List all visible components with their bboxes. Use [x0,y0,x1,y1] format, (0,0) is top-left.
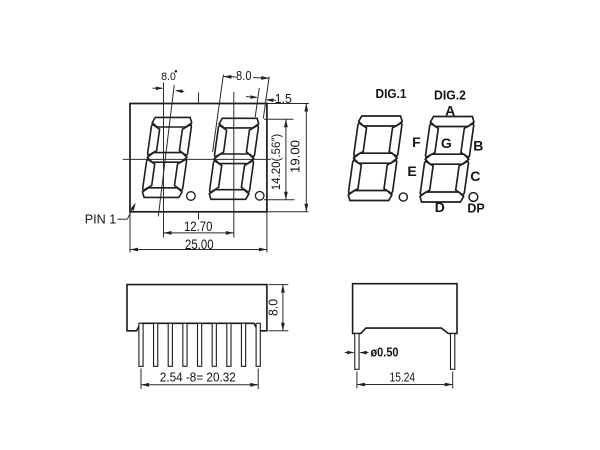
svg-text:8.0: 8.0 [267,299,281,316]
svg-text:G: G [441,135,452,151]
svg-text:A: A [445,103,455,119]
svg-text:DIG.1: DIG.1 [376,86,407,101]
svg-text:25.00: 25.00 [185,237,214,252]
svg-text:F: F [412,134,421,150]
svg-text:B: B [473,137,483,153]
svg-text:E: E [407,163,416,179]
svg-text:8.0: 8.0 [236,68,252,83]
svg-text:15.24: 15.24 [390,370,416,384]
svg-text:19.00: 19.00 [288,140,303,173]
svg-text:1.5: 1.5 [275,91,292,106]
svg-text:8.0: 8.0 [161,71,176,83]
svg-text:DP: DP [467,202,484,216]
svg-text:PIN 1: PIN 1 [85,213,117,227]
svg-text:2.54 -8= 20.32: 2.54 -8= 20.32 [160,371,236,385]
svg-text:DIG.2: DIG.2 [434,88,466,103]
svg-text:D: D [435,199,445,215]
svg-text:ø0.50: ø0.50 [371,345,399,360]
svg-text:12.70: 12.70 [184,219,213,234]
svg-text:C: C [470,168,480,184]
svg-text:14.20(.56″): 14.20(.56″) [269,134,283,191]
